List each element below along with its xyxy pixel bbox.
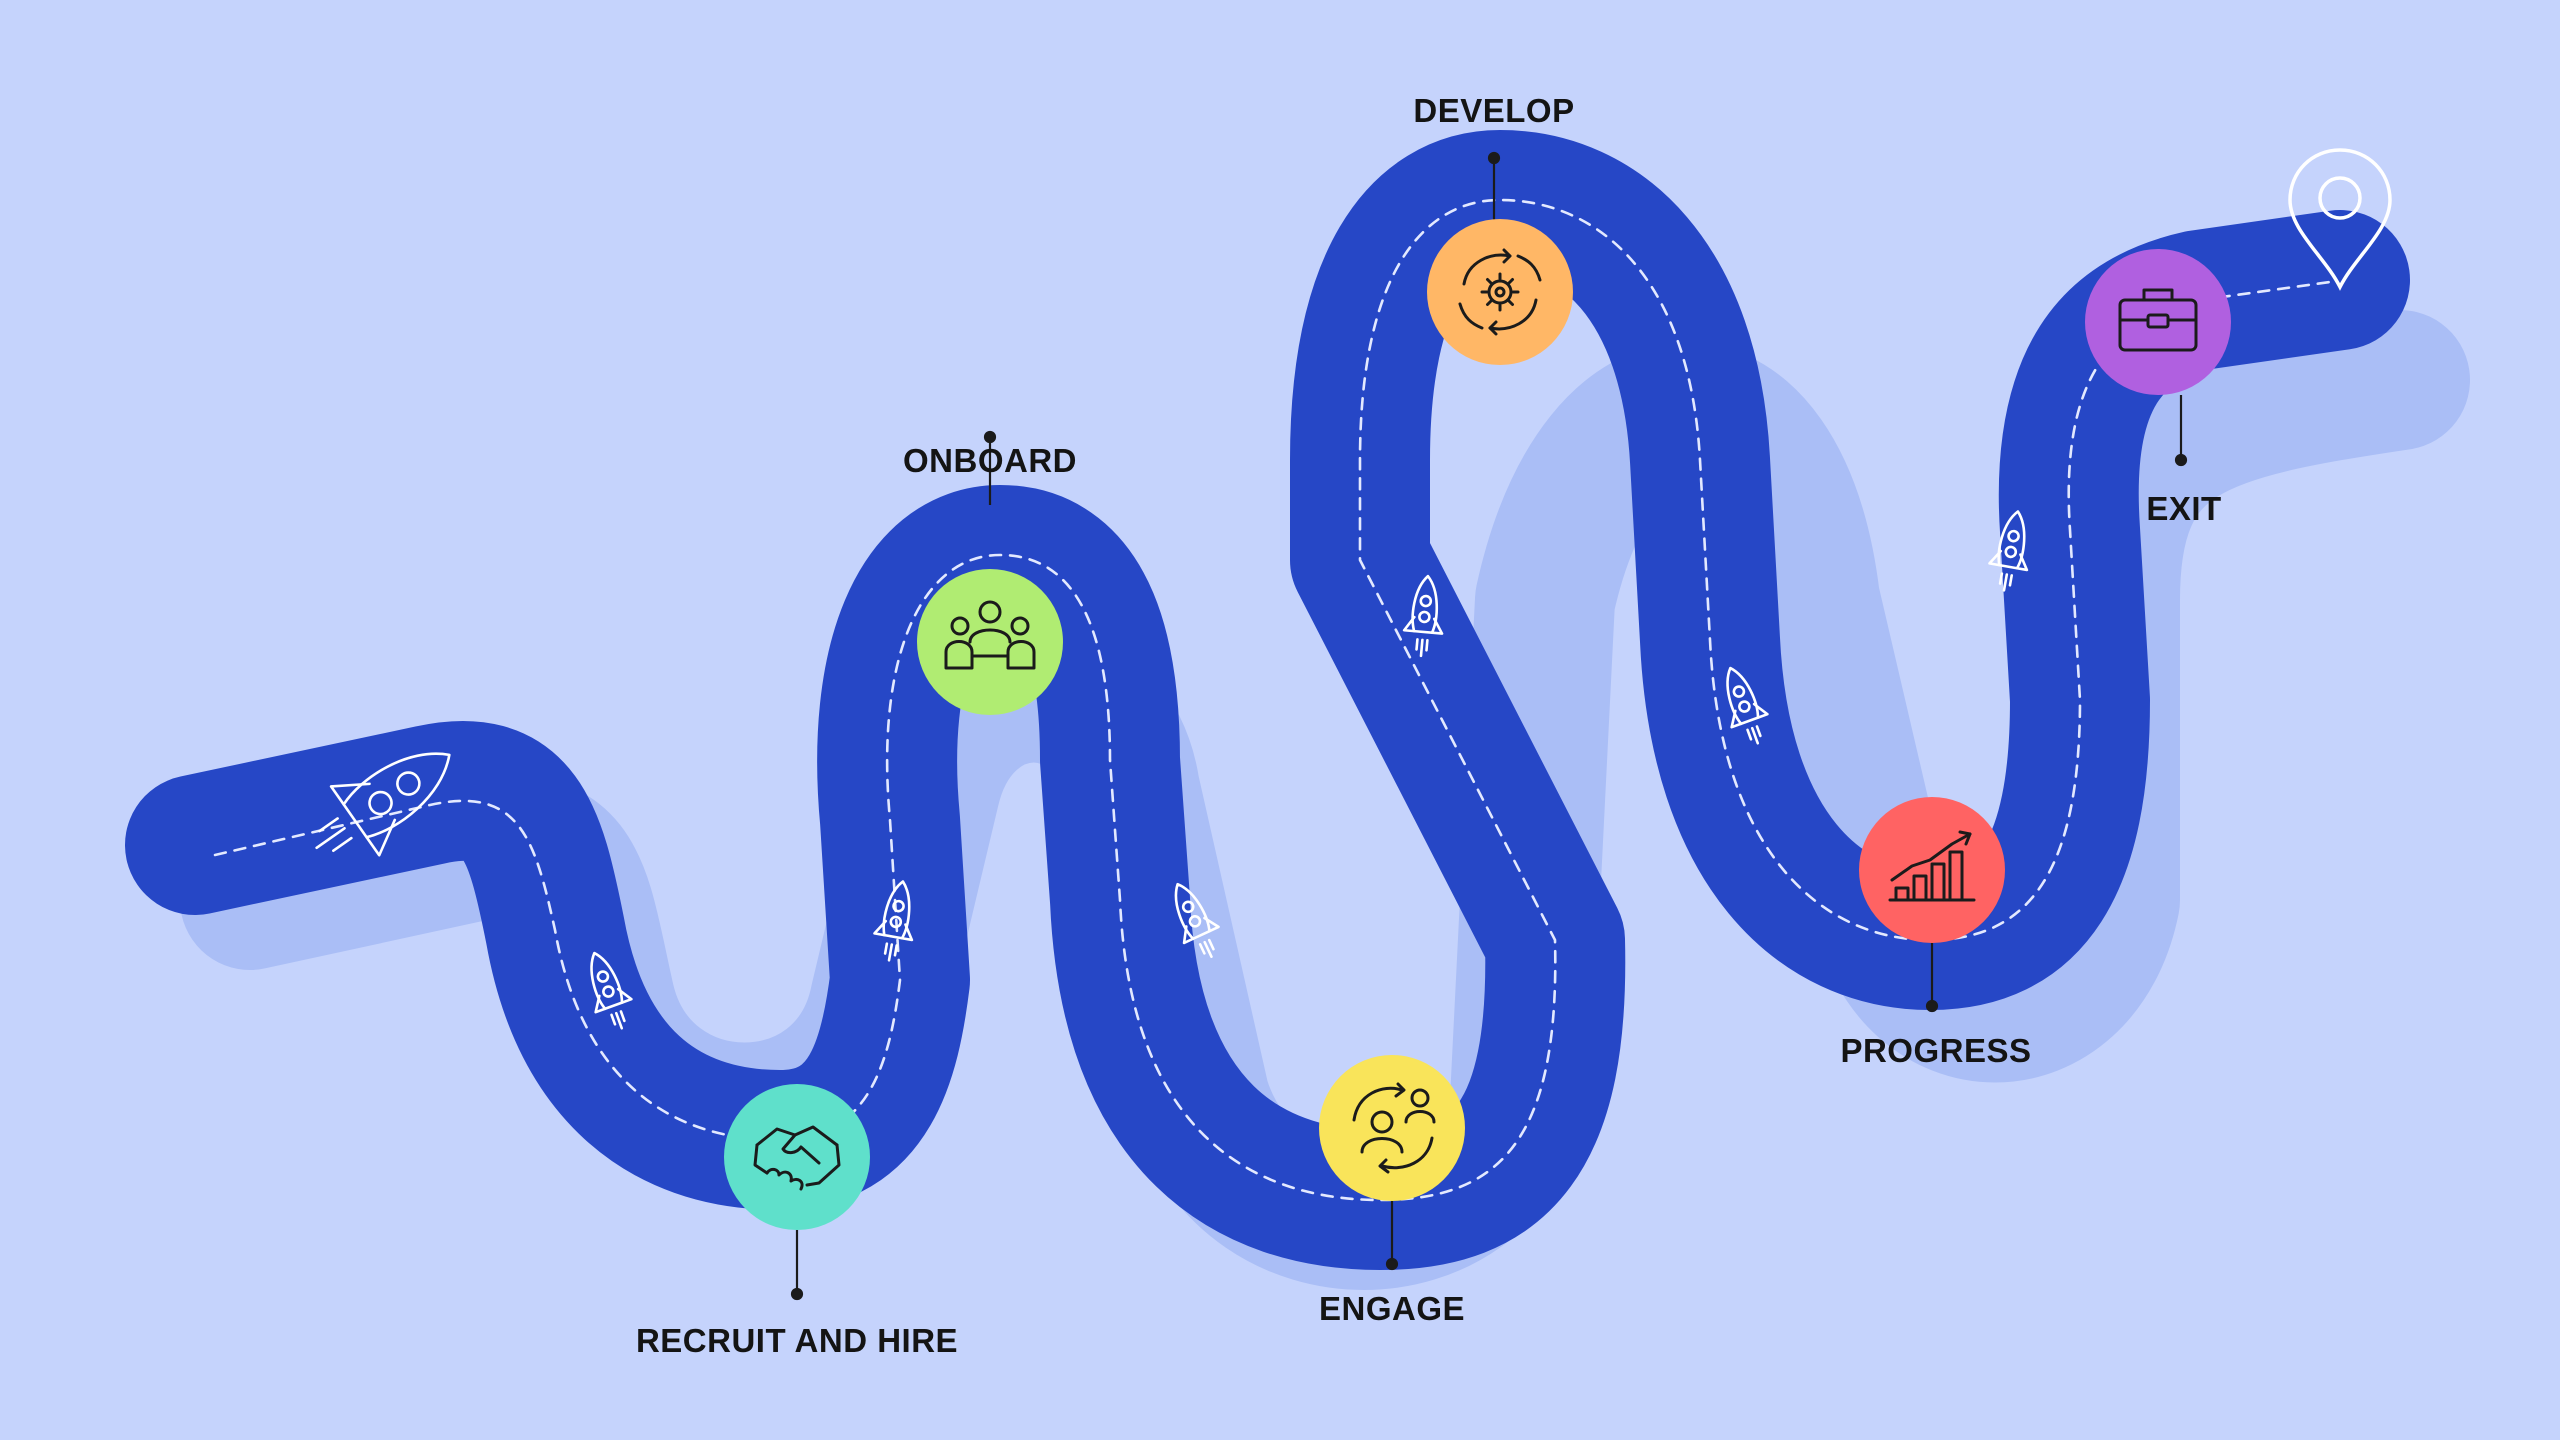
stage-onboard-circle <box>917 569 1063 715</box>
stage-engage: ENGAGE <box>1319 1055 1465 1327</box>
stage-exit-label: EXIT <box>2146 490 2221 527</box>
stage-engage-label: ENGAGE <box>1319 1290 1465 1327</box>
stage-progress: PROGRESS <box>1840 797 2031 1069</box>
stage-progress-label: PROGRESS <box>1840 1032 2031 1069</box>
stage-develop-circle <box>1427 219 1573 365</box>
stage-engage-circle <box>1319 1055 1465 1201</box>
stage-exit: EXIT <box>2085 249 2231 527</box>
growth-chart-icon <box>1888 830 1976 902</box>
stage-recruit-circle <box>724 1084 870 1230</box>
stage-onboard-label: ONBOARD <box>903 442 1077 479</box>
team-icon <box>944 600 1036 670</box>
stage-onboard: ONBOARD <box>903 442 1077 715</box>
stage-recruit-label: RECRUIT AND HIRE <box>636 1322 958 1359</box>
stage-develop: DEVELOP <box>1413 92 1574 365</box>
briefcase-icon <box>2118 288 2198 352</box>
leader-lines <box>790 151 2188 1301</box>
stage-recruit: RECRUIT AND HIRE <box>636 1084 958 1359</box>
gear-cycle-icon <box>1458 248 1542 336</box>
rocket-icon <box>315 752 451 857</box>
handshake-icon <box>753 1125 841 1191</box>
stage-exit-circle <box>2085 249 2231 395</box>
road-center-line <box>213 198 2332 1202</box>
people-exchange-icon <box>1352 1082 1436 1174</box>
stage-develop-label: DEVELOP <box>1413 92 1574 129</box>
location-pin-icon <box>2288 148 2392 291</box>
